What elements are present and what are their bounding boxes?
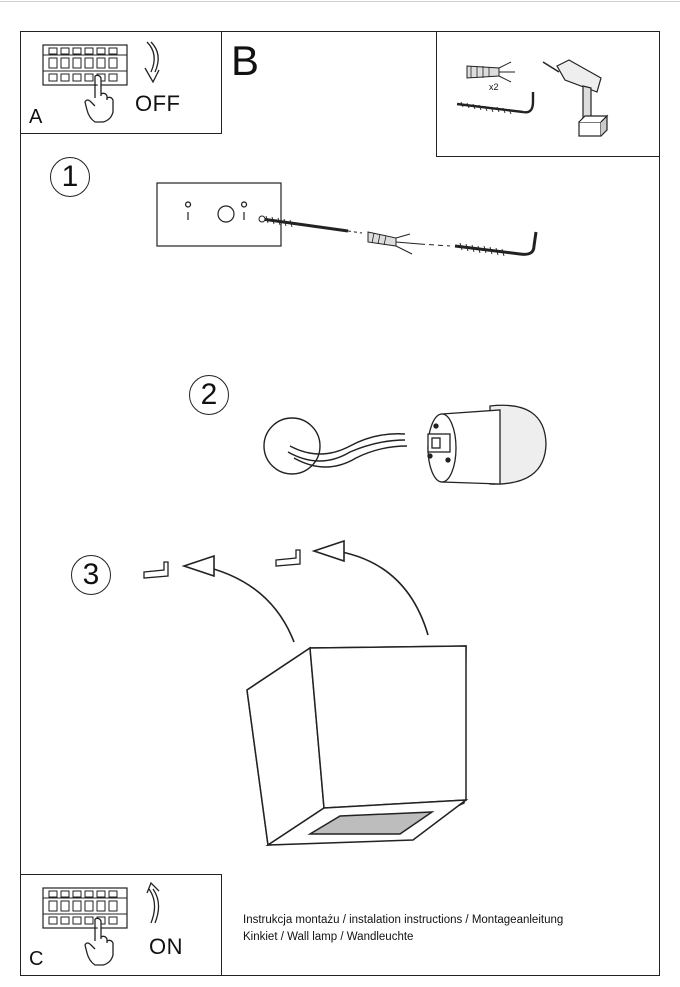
- step-number-3: 3: [71, 555, 111, 595]
- step-number-1: 1: [50, 157, 90, 197]
- wire-connection-diagram: [263, 417, 408, 475]
- breaker-panel-icon: [42, 887, 128, 929]
- lamp-base-icon: [427, 404, 547, 485]
- breaker-panel-icon: [42, 44, 128, 86]
- switch-off-text: OFF: [135, 91, 181, 116]
- switch-on-panel: C ON: [20, 874, 222, 976]
- caption-line-2: Kinkiet / Wall lamp / Wandleuchte: [243, 931, 414, 943]
- hand-pointer-icon: [84, 74, 114, 123]
- wall-plug-icon: [466, 61, 515, 83]
- wall-plug-diagram: [347, 230, 451, 255]
- switch-off-panel: A OFF: [20, 31, 222, 134]
- screw-hook-icon: [456, 92, 535, 115]
- drill-icon: [542, 59, 609, 137]
- page-frame: [20, 31, 660, 976]
- rotate-arrow-icon: [144, 41, 160, 84]
- hook-screw-diagram: [454, 231, 538, 257]
- header-rule: [0, 1, 680, 2]
- panel-label-c: C: [29, 948, 44, 970]
- tools-panel: x2: [436, 31, 660, 157]
- ceramic-cube-lamp-icon: [246, 645, 469, 847]
- direction-arrows: [181, 539, 429, 643]
- step-number-2: 2: [189, 375, 229, 415]
- long-screw-diagram: [258, 215, 349, 233]
- panel-label-a: A: [29, 106, 43, 128]
- caption-line-1: Instrukcja montażu / instalation instruc…: [243, 914, 564, 926]
- mounting-plate-diagram: [156, 182, 282, 247]
- panel-label-b: B: [231, 37, 260, 84]
- switch-on-text: ON: [149, 934, 183, 959]
- mounting-hook-right: [275, 549, 301, 567]
- tools-quantity: x2: [489, 82, 499, 92]
- hand-pointer-icon: [84, 917, 114, 966]
- rotate-arrow-icon: [146, 881, 160, 924]
- mounting-hook-left: [143, 561, 169, 579]
